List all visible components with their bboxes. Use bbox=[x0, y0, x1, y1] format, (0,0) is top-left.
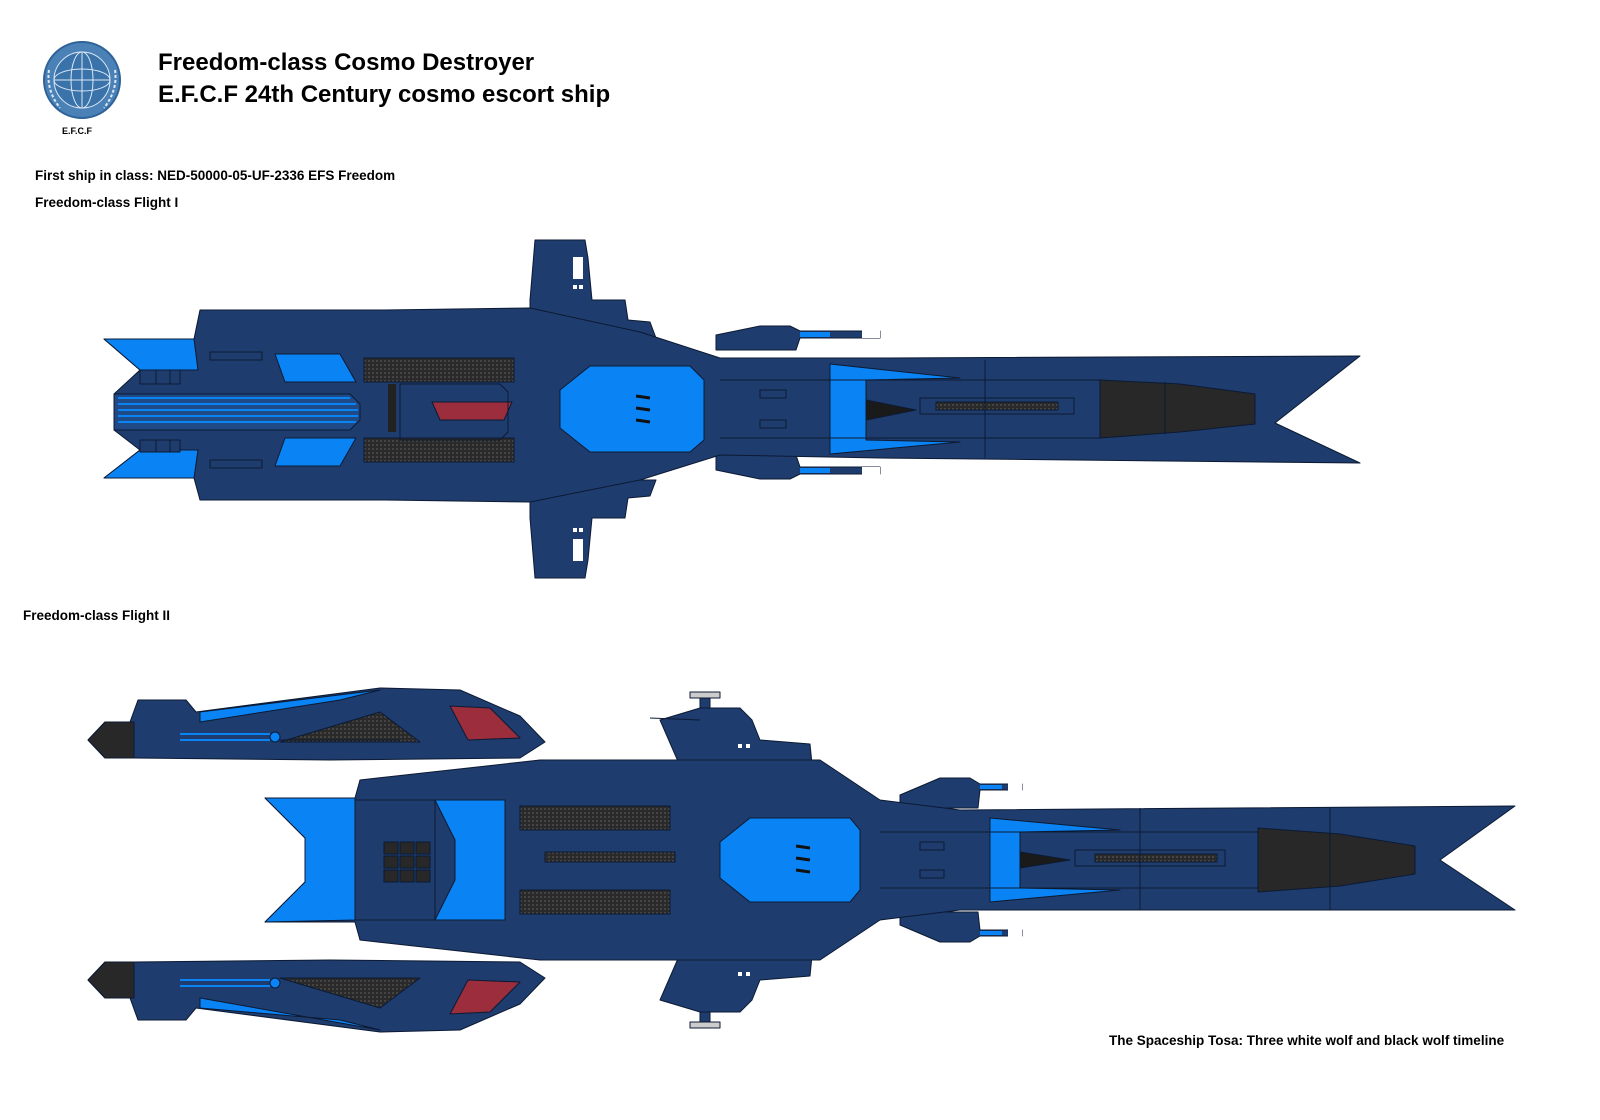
flight1-ship-diagram bbox=[103, 239, 1361, 579]
page-title: Freedom-class Cosmo Destroyer bbox=[158, 49, 535, 76]
flight2-ship-diagram bbox=[87, 687, 1516, 1033]
emblem-caption: E.F.C.F bbox=[62, 126, 93, 136]
first-ship-label: First ship in class: NED-50000-05-UF-233… bbox=[35, 168, 396, 183]
flight1-label: Freedom-class Flight I bbox=[35, 195, 179, 210]
page-subtitle: E.F.C.F 24th Century cosmo escort ship bbox=[158, 81, 611, 108]
credit-label: The Spaceship Tosa: Three white wolf and… bbox=[1109, 1033, 1505, 1048]
flight2-label: Freedom-class Flight II bbox=[23, 608, 171, 623]
